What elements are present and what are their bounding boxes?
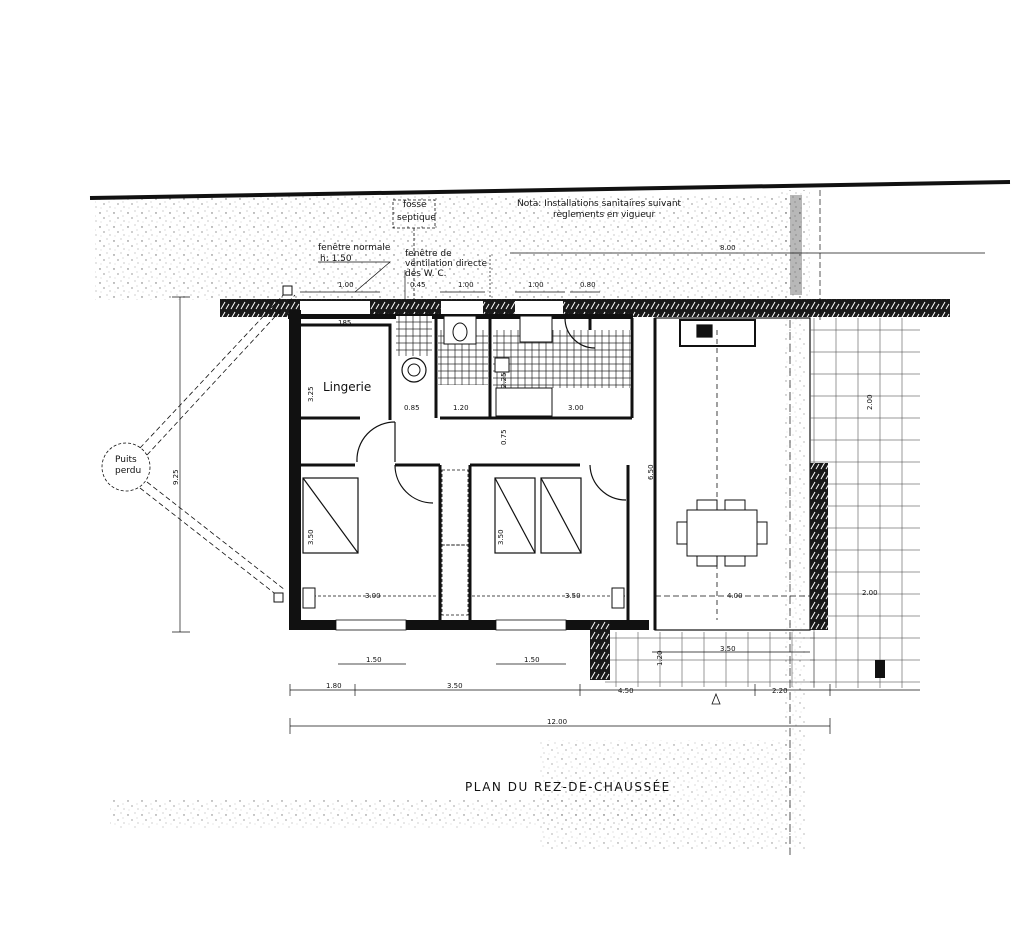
dim-3-25-a: 3.25	[307, 386, 315, 402]
dim-6-50: 6.50	[647, 464, 655, 480]
dim-3-50-e: 3.50	[447, 682, 463, 690]
scan-noise	[95, 190, 810, 850]
door-swings	[356, 317, 627, 504]
north-wall-gap-1	[300, 301, 370, 315]
note-line-2: règlements en vigueur	[553, 209, 655, 220]
north-wall-gap-2	[441, 301, 483, 315]
north-wall-gap-3	[515, 301, 563, 315]
dim-3-50-a: 3.50	[307, 529, 315, 545]
radiators	[302, 587, 625, 609]
dim-185: 185	[338, 319, 351, 327]
dim-4-50: 4.50	[618, 687, 634, 695]
dim-9-25: 9.25	[172, 469, 180, 485]
kitchen-stove	[494, 357, 510, 373]
south-windows	[335, 619, 567, 631]
note-line-1: Nota: Installations sanitaires suivant	[517, 199, 682, 209]
dim-2-20: 2.20	[772, 687, 788, 695]
puits-label-1: Puits	[115, 455, 137, 465]
terrace-post	[875, 660, 885, 678]
north-wall-strip	[220, 299, 950, 317]
dim-0-45: 0.45	[410, 281, 426, 289]
wardrobes	[303, 469, 626, 616]
drain-lines	[139, 289, 296, 597]
dim-1-20-a: 1.20	[453, 404, 469, 412]
fenetre-normale-1: fenêtre normale	[318, 242, 391, 253]
dining-table	[676, 499, 768, 567]
washbasin	[401, 357, 427, 383]
shower-tiles	[396, 316, 432, 356]
dim-2-25: 2.25	[500, 372, 508, 388]
section-marker	[711, 692, 721, 705]
dim-1-80: 1.80	[326, 682, 342, 690]
puits-perdu	[101, 442, 151, 492]
dim-8-00: 8.00	[720, 244, 736, 252]
beds	[302, 477, 582, 554]
dim-1-00-c: 1.00	[528, 281, 544, 289]
dim-0-75: 0.75	[500, 429, 508, 445]
dimension-lines	[172, 190, 985, 855]
drain-box-top	[282, 285, 293, 296]
fosse-septique	[392, 199, 436, 300]
washbasin-inner	[407, 363, 421, 377]
dim-3-50-b: 3.50	[497, 529, 505, 545]
top-boundary-line	[89, 180, 1011, 200]
dim-3-50-c: 3.50	[565, 592, 581, 600]
terrace-grid	[810, 318, 920, 688]
dim-3-00-b: 3.00	[365, 592, 381, 600]
kitchen-unit	[495, 387, 553, 417]
dim-0-85: 0.85	[404, 404, 420, 412]
drain-box-bottom	[273, 592, 284, 603]
ventilation-1: fenêtre de	[405, 248, 452, 259]
wc-bowl	[452, 322, 468, 342]
ventilation-3: des W. C.	[405, 269, 447, 279]
terrace-step-grid	[605, 632, 815, 687]
dim-2-00-a: 2.00	[866, 394, 874, 410]
dim-2-00-b: 2.00	[862, 589, 878, 597]
leader-lines	[318, 255, 491, 300]
dim-3-50-d: 3.50	[720, 645, 736, 653]
fosse-label-bottom: septique	[397, 213, 436, 223]
terrace-pillar	[810, 463, 828, 630]
entry-pillar	[590, 620, 610, 680]
dim-1-00-a: 1.00	[338, 281, 354, 289]
kitchen-sink	[519, 315, 553, 343]
plan-title: PLAN DU REZ-DE-CHAUSSÉE	[465, 779, 671, 794]
dim-1-20-b: 1.20	[656, 650, 664, 666]
ventilation-2: ventilation directe	[405, 259, 487, 269]
dim-1-50-b: 1.50	[524, 656, 540, 664]
dim-4-00: 4.00	[727, 592, 743, 600]
fenetre-normale-2: h: 1.50	[320, 254, 352, 264]
kitchen-tiles	[493, 330, 631, 388]
puits-label-2: perdu	[115, 466, 141, 476]
dim-1-50-a: 1.50	[366, 656, 382, 664]
dim-3-00-a: 3.00	[568, 404, 584, 412]
fosse-label-top: fosse	[403, 200, 427, 210]
room-label-lingerie: Lingerie	[323, 380, 371, 394]
dim-12-00: 12.00	[547, 718, 567, 726]
dim-0-80: 0.80	[580, 281, 596, 289]
dim-1-00-b: 1.00	[458, 281, 474, 289]
